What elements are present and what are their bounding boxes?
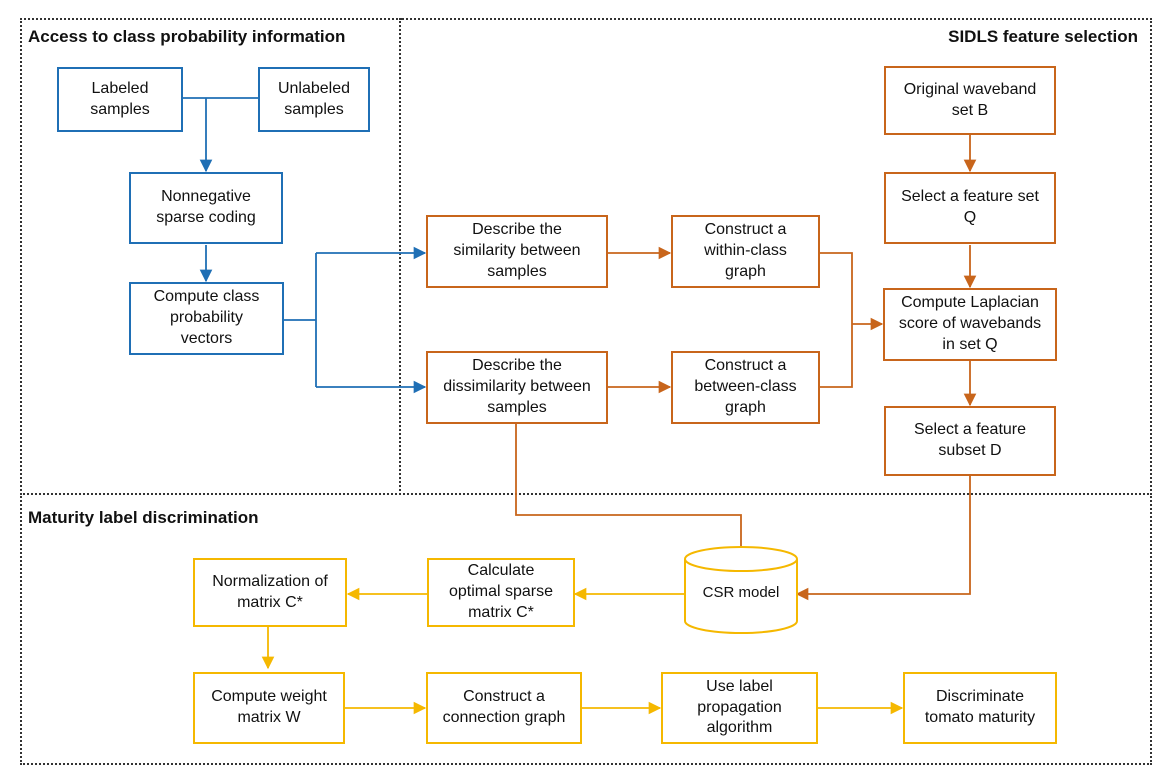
unlabeled-samples-box: Unlabeled samples xyxy=(258,67,370,132)
describe-dissimilarity-box: Describe the dissimilarity between sampl… xyxy=(426,351,608,424)
within-class-graph-box: Construct a within-class graph xyxy=(671,215,820,288)
region-maturity xyxy=(20,493,1152,765)
arrow-dissimilarity-to-csr xyxy=(515,424,748,560)
describe-similarity-box: Describe the similarity between samples xyxy=(426,215,608,288)
select-feature-set-q-box: Select a feature set Q xyxy=(884,172,1056,244)
optimal-sparse-matrix-box: Calculate optimal sparse matrix C* xyxy=(427,558,575,627)
csr-model-cylinder xyxy=(684,546,798,634)
section-title-feature-selection: SIDLS feature selection xyxy=(948,27,1138,46)
section-title-maturity: Maturity label discrimination xyxy=(28,508,259,527)
compute-class-probability-box: Compute class probability vectors xyxy=(129,282,284,355)
arrow-subset-to-csr xyxy=(795,476,971,601)
laplacian-score-box: Compute Laplacian score of wavebands in … xyxy=(883,288,1057,361)
connection-graph-box: Construct a connection graph xyxy=(426,672,582,744)
connector-probability-branch xyxy=(284,253,317,387)
normalization-matrix-box: Normalization of matrix C* xyxy=(193,558,347,627)
between-class-graph-box: Construct a between-class graph xyxy=(671,351,820,424)
region-feature-selection xyxy=(399,18,1152,495)
nonnegative-sparse-coding-box: Nonnegative sparse coding xyxy=(129,172,283,244)
region-class-probability xyxy=(20,18,402,495)
csr-model-label: CSR model xyxy=(702,584,780,601)
labeled-samples-box: Labeled samples xyxy=(57,67,183,132)
original-waveband-box: Original waveband set B xyxy=(884,66,1056,135)
select-feature-subset-d-box: Select a feature subset D xyxy=(884,406,1056,476)
label-propagation-box: Use label propagation algorithm xyxy=(661,672,818,744)
discriminate-maturity-box: Discriminate tomato maturity xyxy=(903,672,1057,744)
section-title-class-probability: Access to class probability information xyxy=(28,27,346,46)
compute-weight-matrix-box: Compute weight matrix W xyxy=(193,672,345,744)
connector-within-merge xyxy=(820,252,853,388)
